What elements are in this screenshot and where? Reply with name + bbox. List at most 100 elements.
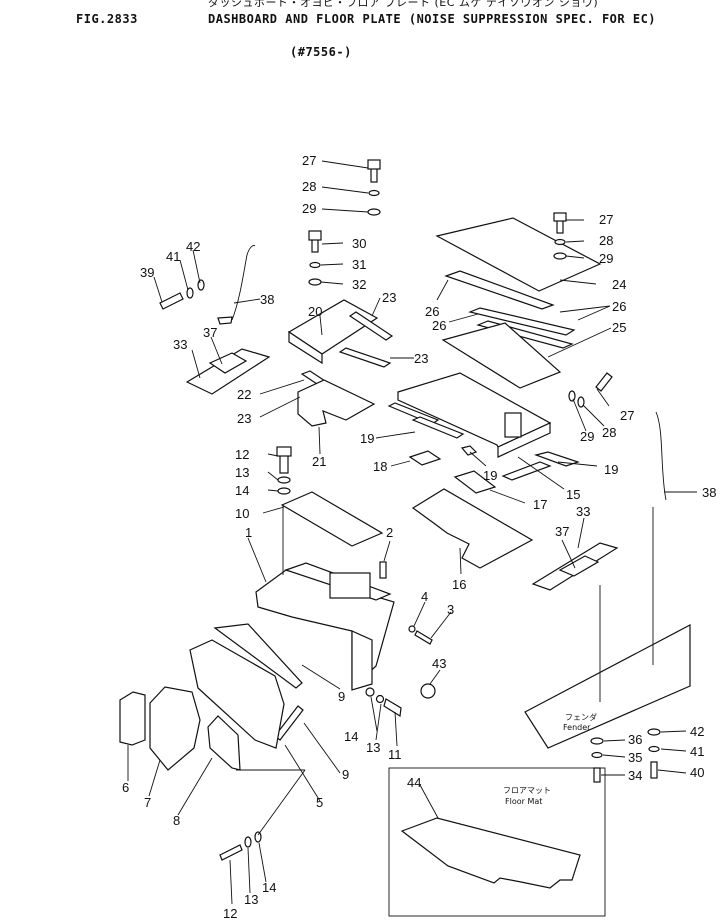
callout-13-mid: 13	[366, 740, 380, 755]
callout-29-mid: 29	[580, 429, 594, 444]
pad-18	[408, 450, 442, 466]
frame-9-bottom	[274, 705, 304, 741]
callout-28-right: 28	[599, 233, 613, 248]
floor-plate-24	[435, 217, 602, 292]
callout-4: 4	[421, 589, 428, 604]
leader-lines	[127, 160, 697, 905]
washer-41-right	[648, 745, 660, 753]
seal-19b	[411, 416, 465, 439]
callout-22: 22	[237, 387, 251, 402]
callout-23-top: 23	[382, 290, 396, 305]
callout-26-left: 26	[425, 304, 439, 319]
callout-38-right: 38	[702, 485, 716, 500]
bolt-39	[159, 292, 184, 310]
bracket-15	[504, 412, 522, 438]
bolt-40	[650, 761, 658, 779]
washer-4	[408, 625, 416, 633]
floor-mat-inset	[388, 767, 606, 917]
cover-37-left	[208, 352, 248, 374]
washer-28-right	[554, 238, 566, 246]
callout-32: 32	[352, 277, 366, 292]
panel-5	[189, 639, 285, 749]
fender	[524, 624, 691, 749]
seal-23b	[338, 347, 392, 368]
washer-14-lower	[254, 831, 262, 843]
floor-plate-20-front	[288, 330, 323, 365]
washer-13-upper	[277, 476, 291, 484]
callout-14-upper: 14	[235, 483, 249, 498]
callout-15: 15	[566, 487, 580, 502]
pad-17	[453, 470, 497, 494]
washer-14-mid	[365, 687, 375, 697]
callout-41-right: 41	[690, 744, 704, 759]
floor-plate-15-side	[497, 422, 551, 458]
bolt-3	[414, 630, 433, 645]
callout-29-right: 29	[599, 251, 613, 266]
callout-29-top: 29	[302, 201, 316, 216]
bolt-12-upper	[279, 454, 289, 474]
callout-31: 31	[352, 257, 366, 272]
callout-20: 20	[308, 304, 322, 319]
cover-37-right	[558, 555, 600, 577]
callout-33-right: 33	[576, 504, 590, 519]
callout-11: 11	[388, 747, 402, 762]
callout-19-mid: 19	[483, 468, 497, 483]
bolt-27-right	[556, 219, 564, 234]
plate-10	[280, 491, 384, 547]
callout-27-top: 27	[302, 153, 316, 168]
seal-strip-26b	[468, 307, 576, 336]
callout-9-lower: 9	[342, 767, 349, 782]
floor-mat-label-jp: フロアマット	[503, 786, 551, 795]
callout-28-top: 28	[302, 179, 316, 194]
washer-36	[590, 737, 604, 745]
callout-42-right: 42	[690, 724, 704, 739]
callout-7: 7	[144, 795, 151, 810]
washer-42-left	[197, 279, 205, 291]
washer-29-mid	[568, 390, 576, 402]
callout-12-lower: 12	[223, 906, 237, 921]
bolt-27-mid	[595, 372, 613, 392]
callout-27-right: 27	[599, 212, 613, 227]
bolt-27-top	[370, 167, 378, 183]
seal-strip-26a	[444, 270, 555, 310]
seal-19d	[533, 451, 580, 467]
callout-21: 21	[312, 454, 326, 469]
callout-43: 43	[432, 656, 446, 671]
callout-3: 3	[447, 602, 454, 617]
callout-6: 6	[122, 780, 129, 795]
callout-24: 24	[612, 277, 626, 292]
figure-number: FIG.2833	[76, 12, 138, 26]
callout-37-left: 37	[203, 325, 217, 340]
dashboard-1-leg	[351, 630, 373, 691]
bolt-11	[383, 698, 402, 718]
pad-25	[441, 322, 562, 389]
callout-14-lower: 14	[262, 880, 276, 895]
bolt-12-lower	[219, 844, 243, 861]
fender-label-jp: フェンダ	[565, 712, 597, 722]
callout-38-left: 38	[260, 292, 274, 307]
seal-19c	[460, 445, 478, 456]
pad-21	[297, 379, 376, 427]
callout-39: 39	[140, 265, 154, 280]
callout-42-left: 42	[186, 239, 200, 254]
callout-37-right: 37	[555, 524, 569, 539]
callout-23-right: 23	[414, 351, 428, 366]
callout-40: 40	[690, 765, 704, 780]
callout-10: 10	[235, 506, 249, 521]
callout-26-right: 26	[612, 299, 626, 314]
callout-2: 2	[386, 525, 393, 540]
callout-14-mid: 14	[344, 729, 358, 744]
figure-title: DASHBOARD AND FLOOR PLATE (NOISE SUPPRES…	[208, 12, 657, 26]
callout-12-upper: 12	[235, 447, 249, 462]
callout-30: 30	[352, 236, 366, 251]
dashboard-1-console	[329, 572, 371, 599]
washer-14-upper	[277, 487, 291, 495]
callout-8: 8	[173, 813, 180, 828]
washer-13-lower	[244, 836, 252, 848]
callout-41-left: 41	[166, 249, 180, 264]
washer-28-top	[368, 189, 380, 197]
serial-range: (#7556-)	[290, 45, 352, 59]
callout-18: 18	[373, 459, 387, 474]
